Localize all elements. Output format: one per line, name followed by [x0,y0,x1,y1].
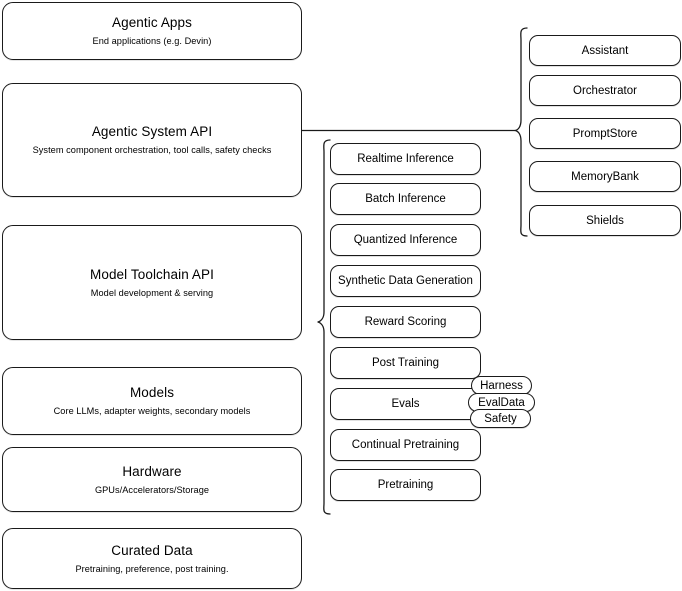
layer-curated-data[interactable]: Curated Data Pretraining, preference, po… [2,528,302,589]
capability-post-training[interactable]: Post Training [330,347,481,379]
eval-tag-label: Safety [484,412,517,425]
capability-label: Pretraining [377,479,434,491]
capability-quantized-inference[interactable]: Quantized Inference [330,224,481,256]
capability-label: Continual Pretraining [351,439,460,451]
component-memorybank[interactable]: MemoryBank [529,161,681,192]
capability-continual-pretraining[interactable]: Continual Pretraining [330,429,481,461]
capability-synthetic-data-generation[interactable]: Synthetic Data Generation [330,265,481,297]
layer-model-toolchain-api[interactable]: Model Toolchain API Model development & … [2,225,302,340]
component-label: Assistant [581,44,629,57]
eval-tag-evaldata[interactable]: EvalData [468,393,535,412]
capability-batch-inference[interactable]: Batch Inference [330,183,481,215]
component-promptstore[interactable]: PromptStore [529,118,681,149]
layer-subtitle: End applications (e.g. Devin) [92,36,212,46]
component-orchestrator[interactable]: Orchestrator [529,75,681,106]
capability-label: Batch Inference [365,193,446,205]
capability-label: Realtime Inference [357,153,454,165]
layer-title: Models [129,385,175,400]
component-label: MemoryBank [571,170,639,183]
eval-tag-label: Harness [480,379,523,392]
layer-title: Curated Data [111,542,193,558]
capability-evals[interactable]: Evals [330,388,481,420]
component-label: Orchestrator [573,84,637,97]
component-label: PromptStore [572,127,638,140]
layer-hardware[interactable]: Hardware GPUs/Accelerators/Storage [2,447,302,512]
eval-tag-safety[interactable]: Safety [470,409,531,428]
capability-reward-scoring[interactable]: Reward Scoring [330,306,481,338]
capability-label: Quantized Inference [353,234,458,246]
layer-title: Hardware [122,463,182,479]
eval-tag-label: EvalData [478,396,525,409]
brace-system-components [514,27,528,237]
layer-title: Agentic Apps [111,15,192,30]
layer-subtitle: Model development & serving [90,287,214,298]
layer-models[interactable]: Models Core LLMs, adapter weights, secon… [2,367,302,435]
layer-subtitle: Core LLMs, adapter weights, secondary mo… [53,406,251,416]
capability-label: Evals [391,398,420,410]
capability-label: Reward Scoring [364,316,447,328]
layer-subtitle: System component orchestration, tool cal… [32,145,272,155]
component-assistant[interactable]: Assistant [529,35,681,66]
capability-pretraining[interactable]: Pretraining [330,469,481,501]
layer-agentic-system-api[interactable]: Agentic System API System component orch… [2,83,302,197]
component-shields[interactable]: Shields [529,205,681,236]
component-label: Shields [586,214,624,227]
layer-subtitle: GPUs/Accelerators/Storage [94,484,210,495]
layer-agentic-apps[interactable]: Agentic Apps End applications (e.g. Devi… [2,2,302,60]
layer-title: Model Toolchain API [90,266,214,282]
capability-label: Synthetic Data Generation [338,275,473,287]
capability-label: Post Training [371,357,440,369]
brace-toolchain-capabilities [317,139,331,515]
layer-title: Agentic System API [91,124,213,139]
layer-subtitle: Pretraining, preference, post training. [75,563,229,574]
capability-realtime-inference[interactable]: Realtime Inference [330,143,481,175]
